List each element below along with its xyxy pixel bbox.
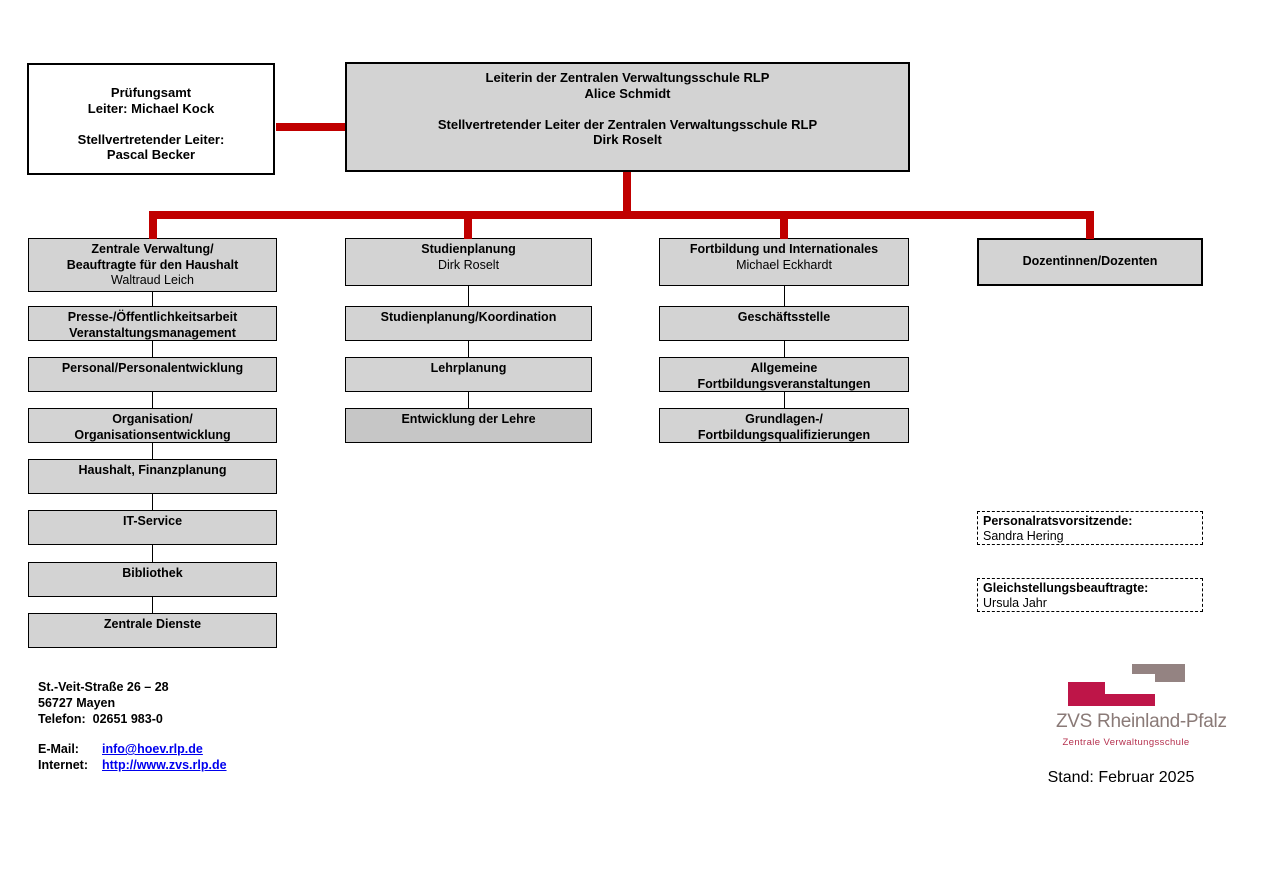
logo-crimson-shape bbox=[1068, 682, 1155, 706]
email-label: E-Mail: bbox=[38, 742, 79, 756]
gleichstellung-box: Gleichstellungsbeauftragte: Ursula Jahr bbox=[977, 578, 1203, 612]
org-box-title: Personal/Personalentwicklung bbox=[61, 361, 244, 375]
stand-label: Stand: Februar 2025 bbox=[1047, 769, 1195, 786]
box-line bbox=[29, 116, 273, 132]
org-box-person: Michael Eckhardt bbox=[736, 257, 832, 272]
email-link[interactable]: info@hoev.rlp.de bbox=[102, 742, 203, 756]
box-line: Dirk Roselt bbox=[593, 132, 662, 147]
leitung-box: Leiterin der Zentralen Verwaltungsschule… bbox=[345, 62, 910, 172]
side-box-title: Gleichstellungsbeauftragte: bbox=[983, 581, 1149, 595]
org-box: Organisation/Organisationsentwicklung bbox=[28, 408, 277, 443]
org-box-title: Studienplanung bbox=[421, 242, 516, 256]
org-box-title: Grundlagen-/ bbox=[745, 412, 823, 426]
org-box: Lehrplanung bbox=[345, 357, 592, 392]
box-line: Stellvertretender Leiter: bbox=[77, 131, 225, 147]
org-box-title: Haushalt, Finanzplanung bbox=[78, 463, 227, 477]
org-box-title: Bibliothek bbox=[122, 566, 183, 580]
connector-horizontal-top bbox=[276, 123, 345, 131]
org-box-title: Lehrplanung bbox=[430, 361, 507, 375]
personalrat-box: Personalratsvorsitzende: Sandra Hering bbox=[977, 511, 1203, 545]
org-box: Haushalt, Finanzplanung bbox=[28, 459, 277, 494]
org-box: Geschäftsstelle bbox=[659, 306, 909, 341]
org-box-title: Fortbildungsveranstaltungen bbox=[697, 376, 871, 391]
org-box-title: Organisation/ bbox=[112, 412, 193, 426]
org-box-title: Presse-/Öffentlichkeitsarbeit bbox=[67, 310, 238, 324]
connector-drop-1 bbox=[149, 211, 157, 239]
box-line: Stellvertretender Leiter der Zentralen V… bbox=[437, 116, 818, 132]
org-box-title: Zentrale Dienste bbox=[103, 617, 202, 631]
org-box-title: Studienplanung/Koordination bbox=[380, 310, 557, 324]
org-header-box: Zentrale Verwaltung/Beauftragte für den … bbox=[28, 238, 277, 292]
box-line: Alice Schmidt bbox=[584, 85, 671, 101]
box-line bbox=[347, 101, 908, 117]
org-box-title: Beauftragte für den Haushalt bbox=[66, 257, 239, 272]
box-line: Pascal Becker bbox=[106, 147, 196, 162]
org-box-person: Waltraud Leich bbox=[111, 273, 194, 287]
zvs-logo-mark bbox=[1068, 664, 1185, 706]
logo-subtitle: Zentrale Verwaltungsschule bbox=[1062, 737, 1190, 748]
address-line: Telefon: 02651 983-0 bbox=[38, 712, 163, 726]
internet-link[interactable]: http://www.zvs.rlp.de bbox=[102, 758, 227, 772]
org-box-title: Fortbildungsqualifizierungen bbox=[697, 427, 871, 442]
box-line: Leiterin der Zentralen Verwaltungsschule… bbox=[485, 70, 770, 85]
logo-taupe-shape bbox=[1132, 664, 1185, 682]
connector-horizontal-main bbox=[149, 211, 1094, 219]
org-box: Zentrale Dienste bbox=[28, 613, 277, 648]
pruefungsamt-box: Prüfungsamt Leiter: Michael Kock Stellve… bbox=[27, 63, 275, 175]
logo-title: ZVS Rheinland-Pfalz bbox=[1056, 711, 1227, 732]
org-header-box: Dozentinnen/Dozenten bbox=[977, 238, 1203, 286]
org-box-person: Dirk Roselt bbox=[437, 257, 500, 272]
org-box: Bibliothek bbox=[28, 562, 277, 597]
internet-label: Internet: bbox=[38, 758, 88, 772]
org-box-title: Fortbildung und Internationales bbox=[689, 242, 879, 256]
connector-drop-2 bbox=[464, 211, 472, 239]
side-box-title: Personalratsvorsitzende: bbox=[983, 514, 1133, 528]
org-box: Personal/Personalentwicklung bbox=[28, 357, 277, 392]
org-box-title: Veranstaltungsmanagement bbox=[69, 325, 236, 340]
org-box-title: Allgemeine bbox=[750, 361, 818, 375]
org-box-title: Dozentinnen/Dozenten bbox=[1022, 254, 1158, 269]
connector-drop-3 bbox=[780, 211, 788, 239]
address-block: St.-Veit-Straße 26 – 28 56727 Mayen Tele… bbox=[38, 679, 227, 773]
org-box: IT-Service bbox=[28, 510, 277, 545]
org-box-title: IT-Service bbox=[122, 514, 183, 528]
org-box: Entwicklung der Lehre bbox=[345, 408, 592, 443]
org-box-title: Geschäftsstelle bbox=[737, 310, 831, 324]
connector-vertical-main bbox=[623, 172, 631, 212]
side-box-person: Sandra Hering bbox=[983, 529, 1064, 543]
side-box-person: Ursula Jahr bbox=[983, 596, 1047, 610]
org-box-title: Organisationsentwicklung bbox=[74, 427, 231, 442]
box-line: Leiter: Michael Kock bbox=[87, 100, 215, 116]
box-line: Prüfungsamt bbox=[110, 85, 192, 100]
org-box: Studienplanung/Koordination bbox=[345, 306, 592, 341]
org-box-title: Zentrale Verwaltung/ bbox=[91, 242, 214, 256]
zvs-logo: ZVS Rheinland-Pfalz Zentrale Verwaltungs… bbox=[1056, 661, 1227, 748]
org-box: Grundlagen-/Fortbildungsqualifizierungen bbox=[659, 408, 909, 443]
address-line: St.-Veit-Straße 26 – 28 bbox=[38, 680, 169, 694]
address-line: 56727 Mayen bbox=[38, 696, 116, 710]
org-box-title: Entwicklung der Lehre bbox=[401, 412, 536, 426]
connector-drop-4 bbox=[1086, 211, 1094, 239]
